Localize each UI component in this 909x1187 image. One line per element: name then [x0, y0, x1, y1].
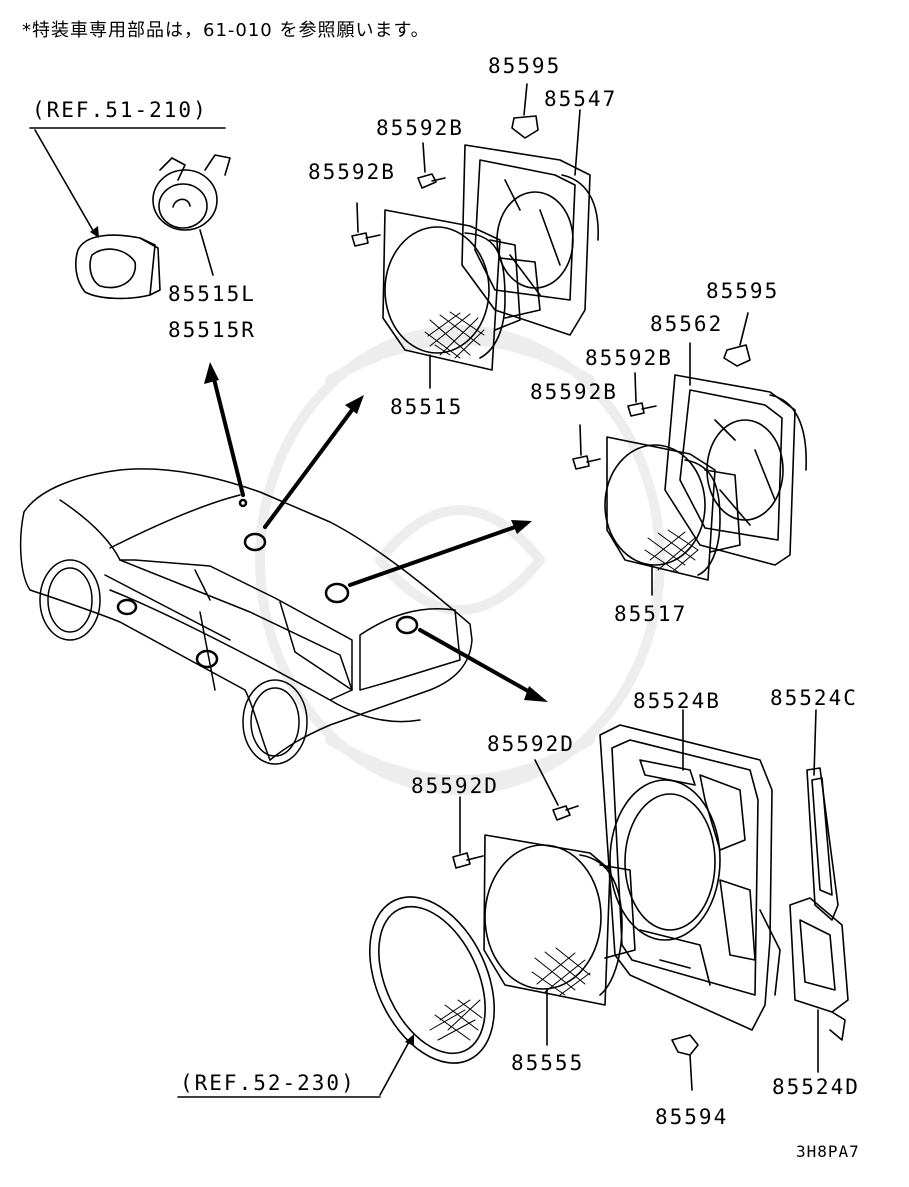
diagram-code: 3H8PA7: [796, 1142, 860, 1161]
part-label-85517: 85517: [614, 602, 688, 626]
part-label-85515L: 85515L: [168, 282, 256, 306]
part-label-85592D-b: 85592D: [411, 774, 499, 798]
part-label-85515R: 85515R: [168, 318, 256, 342]
part-label-85592B-d: 85592B: [530, 380, 618, 404]
part-label-85524B: 85524B: [633, 689, 721, 713]
pad-85524C: [806, 709, 839, 921]
rear-speaker-85517: [604, 436, 741, 596]
arrows: [211, 373, 537, 697]
part-label-85592B-c: 85592B: [585, 346, 673, 370]
part-label-85562: 85562: [650, 312, 724, 336]
panel-85524B: [599, 709, 781, 1031]
lower-speaker-85555: [483, 834, 636, 1046]
clip-85595-top: [511, 83, 539, 139]
front-speaker-85515: [382, 209, 541, 389]
part-label-85592B-a: 85592B: [376, 116, 464, 140]
screws-85592B-lower: [572, 372, 657, 470]
tweeter-assembly: [29, 127, 231, 300]
part-label-85592B-b: 85592B: [308, 160, 396, 184]
part-label-85547: 85547: [544, 87, 618, 111]
screws-85592D: [452, 759, 579, 869]
ref-label-52-230: (REF.52-230): [180, 1071, 356, 1095]
part-label-85595-top: 85595: [488, 54, 562, 78]
screws-85592B-upper: [351, 142, 446, 247]
bracket-85562: [664, 342, 807, 566]
bracket-85524D: [789, 897, 849, 1073]
grille-ring-52-230: [177, 896, 495, 1098]
car-speaker-positions: [116, 498, 419, 669]
bracket-85547: [461, 109, 599, 336]
part-label-85595-mid: 85595: [706, 279, 780, 303]
part-label-85524C: 85524C: [770, 686, 858, 710]
arrow-heads: [204, 362, 548, 702]
part-label-85524D: 85524D: [772, 1075, 860, 1099]
part-label-85592D-a: 85592D: [487, 732, 575, 756]
ref-label-51-210: (REF.51-210): [32, 98, 208, 122]
part-label-85515: 85515: [390, 395, 464, 419]
part-label-85594: 85594: [655, 1105, 729, 1129]
header-note: *特装車専用部品は，61-010 を参照願います。: [22, 20, 430, 41]
clip-85595-mid: [723, 312, 751, 367]
wing-nut-85594: [671, 1034, 699, 1091]
part-label-85555: 85555: [511, 1051, 585, 1075]
